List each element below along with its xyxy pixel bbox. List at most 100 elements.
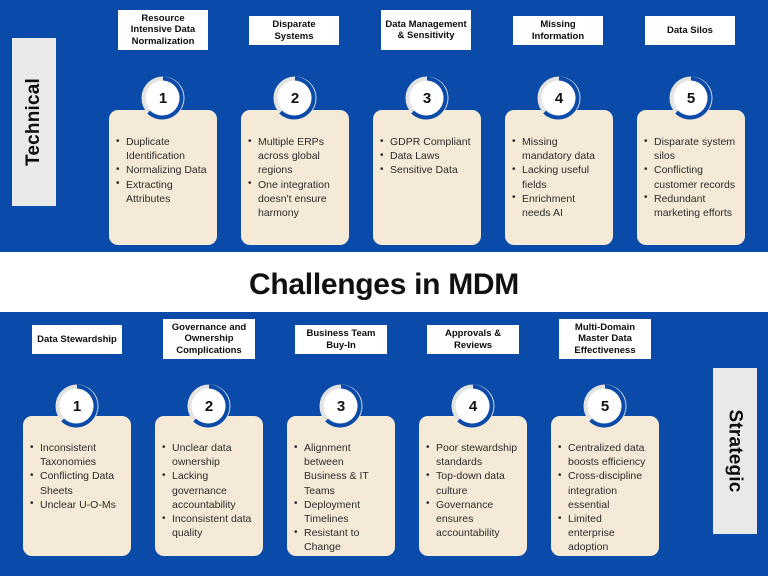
header-box-strategic-5: Multi-Domain Master Data Effectiveness — [559, 319, 651, 359]
header-label: Multi-Domain Master Data Effectiveness — [574, 321, 636, 356]
header-label: Disparate Systems — [272, 19, 316, 42]
header-label: Governance and Ownership Complications — [171, 321, 247, 356]
bullet-item: Alignment between Business & IT Teams — [293, 441, 387, 498]
bullet-list: Alignment between Business & IT Teams De… — [293, 441, 387, 555]
card-strategic-4: Poor stewardship standards Top-down data… — [419, 416, 527, 556]
ring-icon — [405, 76, 449, 120]
bullet-list: GDPR Compliant Data Laws Sensitive Data — [379, 134, 473, 178]
ring-icon — [319, 384, 363, 428]
ring-icon — [583, 384, 627, 428]
header-box-strategic-4: Approvals & Reviews — [427, 325, 519, 354]
section-label-technical: Technical — [12, 38, 56, 206]
header-label: Data Stewardship — [37, 333, 117, 345]
bullet-item: Inconsistent Taxonomies — [29, 440, 123, 469]
step-badge-strategic-4: 4 — [451, 384, 495, 428]
bullet-item: Unclear U-O-Ms — [29, 497, 123, 512]
step-badge-strategic-3: 3 — [319, 384, 363, 428]
step-badge-strategic-1: 1 — [55, 384, 99, 428]
bullet-item: Normalizing Data — [115, 163, 209, 177]
step-number: 3 — [422, 89, 432, 107]
bullet-item: Limited enterprise adoption — [557, 512, 651, 555]
bullet-item: Duplicate Identification — [115, 134, 209, 163]
bullet-item: Cross-discipline integration essential — [557, 469, 651, 512]
bullet-item: Poor stewardship standards — [425, 440, 519, 469]
step-number: 2 — [290, 89, 300, 107]
step-number: 1 — [72, 397, 82, 415]
bullet-item: Redundant marketing efforts — [643, 191, 737, 220]
bullet-item: Data Laws — [379, 149, 473, 163]
step-badge-strategic-2: 2 — [187, 384, 231, 428]
bullet-item: One integration doesn't ensure harmony — [247, 177, 341, 221]
header-label: Data Management & Sensitivity — [385, 18, 467, 42]
header-label: Missing Information — [531, 19, 585, 42]
bullet-list: Missing mandatory data Lacking useful fi… — [511, 134, 605, 220]
bullet-item: Conflicting customer records — [643, 163, 737, 191]
ring-icon — [55, 384, 99, 428]
header-box-strategic-2: Governance and Ownership Complications — [163, 319, 255, 359]
ring-icon — [451, 384, 495, 428]
header-box-strategic-1: Data Stewardship — [32, 325, 122, 354]
bullet-item: Top-down data culture — [425, 469, 519, 497]
bullet-list: Centralized data boosts efficiency Cross… — [557, 440, 651, 555]
bullet-item: Missing mandatory data — [511, 134, 605, 163]
step-badge-technical-1: 1 — [141, 76, 185, 120]
section-label-strategic-text: Strategic — [725, 409, 747, 493]
card-strategic-3: Alignment between Business & IT Teams De… — [287, 416, 395, 556]
header-box-technical-3: Data Management & Sensitivity — [381, 10, 471, 50]
bullet-item: Conflicting Data Sheets — [29, 469, 123, 497]
main-title: Challenges in MDM — [0, 258, 768, 312]
ring-icon — [669, 76, 713, 120]
bullet-item: Disparate system silos — [643, 134, 737, 163]
card-technical-5: Disparate system silos Conflicting custo… — [637, 110, 745, 245]
header-box-technical-5: Data Silos — [645, 16, 735, 45]
step-number: 1 — [158, 89, 168, 107]
ring-icon — [537, 76, 581, 120]
bullet-item: Unclear data ownership — [161, 440, 255, 469]
step-badge-technical-2: 2 — [273, 76, 317, 120]
header-box-technical-2: Disparate Systems — [249, 16, 339, 45]
step-number: 5 — [686, 89, 696, 107]
card-strategic-2: Unclear data ownership Lacking governanc… — [155, 416, 263, 556]
bullet-list: Unclear data ownership Lacking governanc… — [161, 440, 255, 540]
bullet-item: Extracting Attributes — [115, 177, 209, 206]
card-technical-1: Duplicate Identification Normalizing Dat… — [109, 110, 217, 245]
card-strategic-1: Inconsistent Taxonomies Conflicting Data… — [23, 416, 131, 556]
step-number: 3 — [336, 397, 346, 415]
bullet-item: Governance ensures accountability — [425, 497, 519, 541]
header-label: Resource Intensive Data Normalization — [130, 12, 196, 47]
bullet-item: Inconsistent data quality — [161, 512, 255, 540]
step-number: 4 — [468, 397, 478, 415]
section-label-strategic: Strategic — [713, 368, 757, 534]
step-number: 2 — [204, 397, 214, 415]
step-badge-technical-4: 4 — [537, 76, 581, 120]
step-badge-technical-3: 3 — [405, 76, 449, 120]
card-technical-2: Multiple ERPs across global regions One … — [241, 110, 349, 245]
card-technical-4: Missing mandatory data Lacking useful fi… — [505, 110, 613, 245]
header-label: Data Silos — [667, 24, 713, 36]
header-label: Business Team Buy-In — [306, 328, 376, 351]
bullet-list: Duplicate Identification Normalizing Dat… — [115, 134, 209, 206]
card-technical-3: GDPR Compliant Data Laws Sensitive Data — [373, 110, 481, 245]
bullet-list: Disparate system silos Conflicting custo… — [643, 134, 737, 220]
bullet-item: Lacking useful fields — [511, 163, 605, 191]
header-box-strategic-3: Business Team Buy-In — [295, 325, 387, 354]
card-strategic-5: Centralized data boosts efficiency Cross… — [551, 416, 659, 556]
bullet-item: Lacking governance accountability — [161, 469, 255, 512]
bullet-item: GDPR Compliant — [379, 134, 473, 149]
bullet-item: Enrichment needs AI — [511, 191, 605, 220]
step-badge-technical-5: 5 — [669, 76, 713, 120]
header-box-technical-1: Resource Intensive Data Normalization — [118, 10, 208, 50]
step-badge-strategic-5: 5 — [583, 384, 627, 428]
header-label: Approvals & Reviews — [445, 328, 501, 351]
bullet-list: Inconsistent Taxonomies Conflicting Data… — [29, 440, 123, 512]
bullet-item: Centralized data boosts efficiency — [557, 440, 651, 469]
main-title-text: Challenges in MDM — [249, 268, 519, 301]
step-number: 5 — [600, 397, 610, 415]
bullet-item: Sensitive Data — [379, 163, 473, 177]
header-box-technical-4: Missing Information — [513, 16, 603, 45]
ring-icon — [141, 76, 185, 120]
ring-icon — [187, 384, 231, 428]
ring-icon — [273, 76, 317, 120]
bullet-item: Deployment Timelines — [293, 497, 387, 526]
bullet-item: Resistant to Change — [293, 526, 387, 554]
